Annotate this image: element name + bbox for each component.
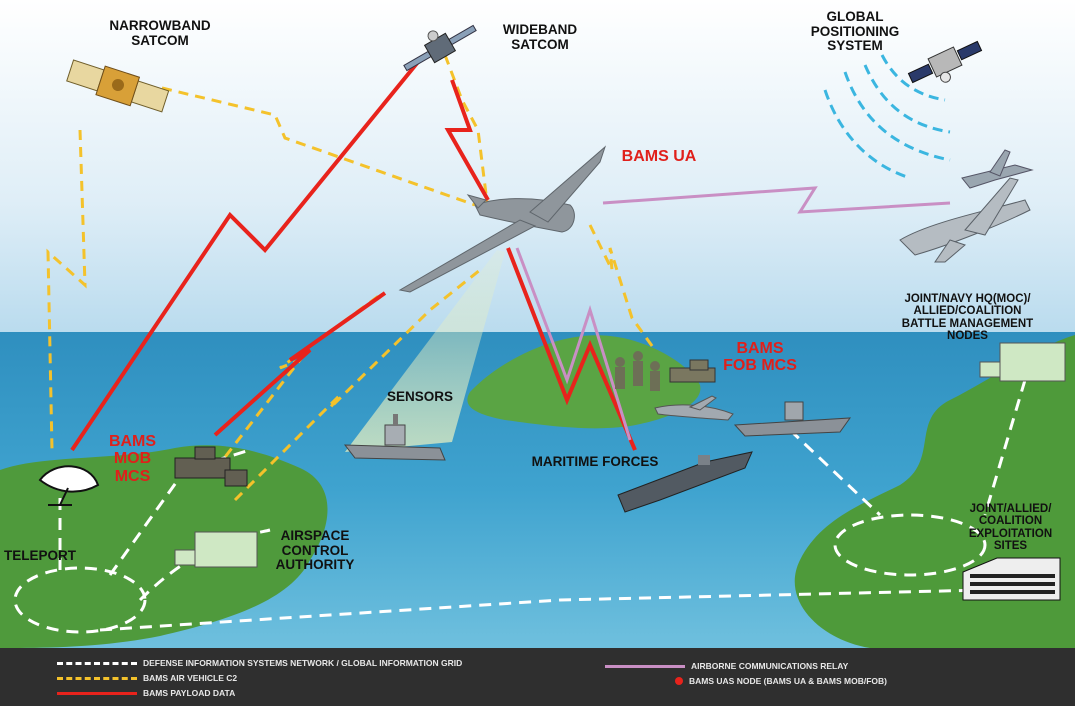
exploitation-sites-building — [962, 557, 1061, 601]
ground-troops — [615, 351, 660, 391]
label-maritime-forces: MARITIME FORCES — [531, 454, 659, 469]
aircraft-carrier — [617, 451, 753, 513]
legend-node: BAMS UAS NODE (BAMS UA & BAMS MOB/FOB) — [605, 676, 887, 686]
mob-vehicles — [174, 446, 248, 487]
legend-c2-swatch — [57, 676, 137, 680]
legend-c2-label: BAMS AIR VEHICLE C2 — [143, 673, 238, 683]
land-left — [0, 445, 328, 648]
legend-disn-label: DEFENSE INFORMATION SYSTEMS NETWORK / GL… — [143, 658, 463, 668]
label-narrowband-satcom: NARROWBAND SATCOM — [109, 18, 211, 48]
fighter-jet — [961, 149, 1034, 189]
label-wideband-satcom: WIDEBAND SATCOM — [502, 22, 578, 52]
legend-relay-label: AIRBORNE COMMUNICATIONS RELAY — [691, 661, 849, 671]
gps-signal — [823, 54, 951, 180]
label-teleport: TELEPORT — [3, 548, 76, 563]
label-exploitation-sites: JOINT/ALLIED/ COALITION EXPLOITATION SIT… — [968, 503, 1053, 553]
wideband-satellite — [403, 24, 477, 72]
legend-payload: BAMS PAYLOAD DATA — [57, 688, 235, 698]
network-diagram-scene — [0, 0, 1075, 648]
legend-disn-swatch — [57, 661, 137, 665]
label-bams-mob-mcs: BAMS MOB MCS — [108, 433, 157, 485]
payload-lines — [70, 60, 637, 452]
legend: DEFENSE INFORMATION SYSTEMS NETWORK / GL… — [0, 648, 1075, 706]
maritime-patrol-plane — [654, 395, 734, 421]
legend-node-dot — [675, 677, 683, 685]
legend-relay-swatch — [605, 664, 685, 668]
patrol-aircraft — [899, 177, 1031, 263]
teleport-dish — [38, 465, 100, 506]
label-bams-ua: BAMS UA — [621, 148, 697, 165]
destroyer-ship — [733, 401, 852, 437]
fob-vehicles — [669, 359, 716, 383]
legend-c2: BAMS AIR VEHICLE C2 — [57, 673, 237, 683]
label-airspace-control: AIRSPACE CONTROL AUTHORITY — [275, 528, 355, 573]
legend-payload-label: BAMS PAYLOAD DATA — [143, 688, 236, 698]
airspace-control-building — [174, 531, 258, 568]
label-gps: GLOBAL POSITIONING SYSTEM — [810, 9, 900, 54]
sensors-ship — [343, 414, 446, 461]
joint-navy-hq-building — [979, 342, 1066, 382]
sky — [0, 0, 1075, 335]
label-joint-navy-hq: JOINT/NAVY HQ(MOC)/ ALLIED/COALITION BAT… — [901, 293, 1034, 343]
label-sensors: SENSORS — [386, 389, 454, 404]
bams-ua-aircraft — [398, 145, 607, 293]
legend-relay: AIRBORNE COMMUNICATIONS RELAY — [605, 661, 848, 671]
narrowband-satellite — [66, 59, 170, 113]
legend-node-label: BAMS UAS NODE (BAMS UA & BAMS MOB/FOB) — [689, 676, 888, 686]
gps-satellite — [907, 40, 983, 84]
relay-lines — [515, 186, 951, 441]
sensor-beam — [345, 250, 505, 452]
legend-payload-swatch — [57, 691, 137, 695]
legend-disn: DEFENSE INFORMATION SYSTEMS NETWORK / GL… — [57, 658, 462, 668]
label-bams-fob-mcs: BAMS FOB MCS — [723, 340, 797, 375]
